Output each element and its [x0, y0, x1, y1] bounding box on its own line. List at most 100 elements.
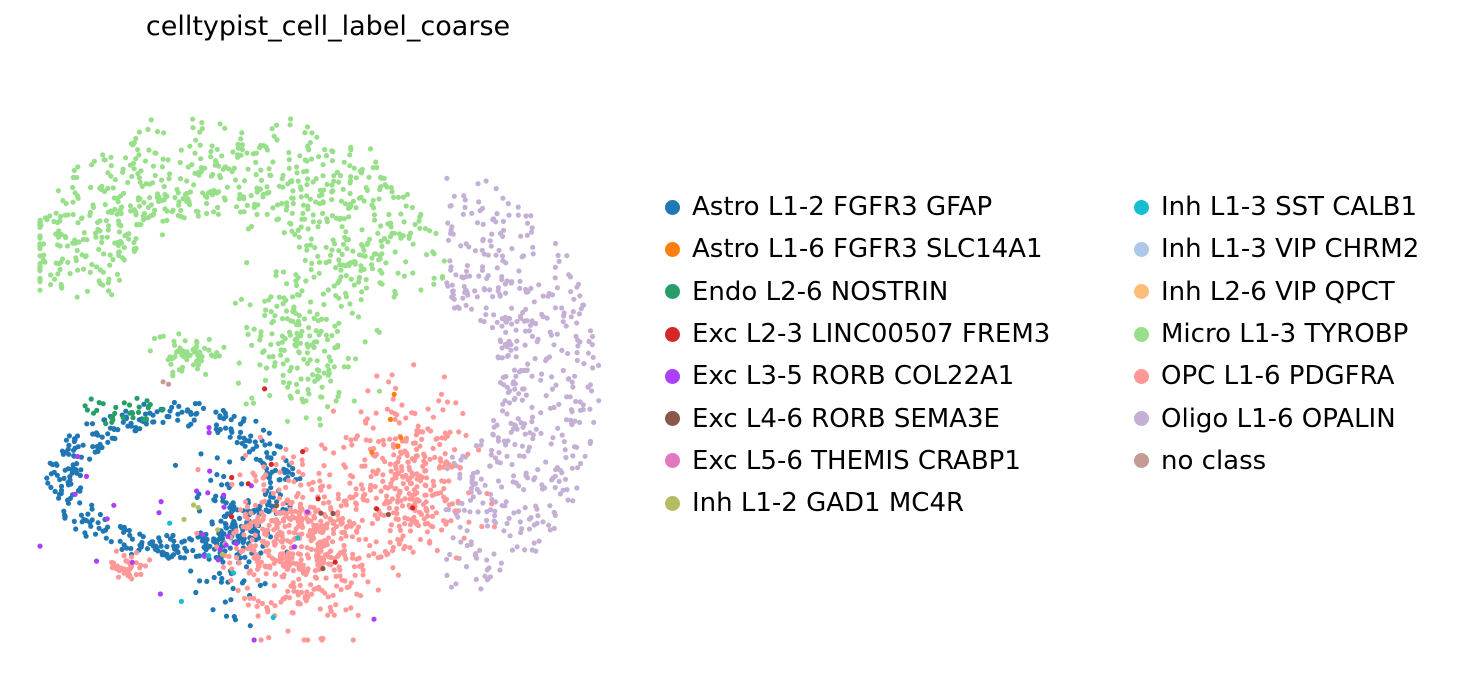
data-point [441, 374, 447, 380]
data-point [209, 143, 215, 149]
data-point [422, 454, 428, 460]
data-point [297, 153, 303, 159]
data-point [396, 420, 402, 426]
data-point [286, 522, 292, 528]
data-point [494, 211, 500, 217]
data-point [455, 304, 461, 310]
data-point [89, 162, 95, 168]
data-point [580, 302, 586, 308]
data-point [417, 225, 423, 231]
legend-label: Astro L1-2 FGFR3 GFAP [692, 192, 993, 223]
data-point [295, 227, 301, 233]
data-point [195, 209, 201, 215]
legend-swatch [665, 411, 680, 427]
data-point [479, 438, 485, 444]
data-point [108, 539, 114, 545]
data-point [360, 572, 366, 578]
data-point [447, 258, 453, 264]
data-point [317, 422, 323, 428]
data-point [267, 441, 273, 447]
legend-item: Exc L3-5 RORB COL22A1 [665, 355, 1050, 397]
data-point [270, 353, 276, 360]
data-point [350, 637, 356, 643]
data-point [326, 354, 332, 360]
data-point [358, 409, 364, 415]
data-point [382, 484, 388, 490]
data-point [382, 459, 388, 465]
data-point [131, 166, 137, 172]
data-point [236, 434, 243, 440]
data-point [482, 482, 488, 488]
data-point [396, 455, 402, 461]
data-point [160, 333, 166, 339]
data-point [555, 252, 561, 258]
data-point [385, 239, 391, 245]
data-point [105, 524, 111, 530]
data-point [346, 518, 352, 525]
data-point [229, 169, 235, 175]
data-point [121, 570, 127, 576]
legend-swatch [1134, 284, 1149, 300]
data-point [453, 581, 459, 587]
data-point [253, 418, 259, 424]
data-point [336, 295, 342, 301]
data-point [364, 241, 370, 247]
data-point [243, 401, 249, 407]
data-point [105, 280, 111, 286]
data-point [164, 208, 170, 214]
data-point [472, 248, 478, 254]
data-point [497, 293, 503, 299]
data-point [144, 546, 150, 552]
data-point [327, 604, 333, 611]
data-point [264, 450, 270, 456]
data-point [505, 438, 511, 444]
legend-label: Exc L5-6 THEMIS CRABP1 [692, 445, 1021, 476]
data-point [136, 152, 142, 158]
data-point [553, 467, 559, 473]
data-point [571, 296, 577, 302]
data-point [461, 535, 467, 541]
data-point [231, 413, 237, 419]
data-point [193, 553, 199, 560]
data-point [258, 333, 264, 339]
data-point [389, 372, 395, 378]
data-point [336, 517, 342, 523]
data-point [145, 405, 151, 411]
data-point [232, 177, 239, 183]
data-point [48, 484, 54, 490]
data-point [171, 399, 177, 406]
data-point [219, 551, 225, 558]
data-point [219, 153, 225, 159]
data-point [227, 434, 233, 440]
data-point [412, 410, 418, 417]
data-point [440, 407, 446, 413]
data-point [252, 502, 258, 508]
data-point [322, 446, 328, 452]
data-point [92, 531, 99, 537]
data-point [283, 308, 289, 314]
data-point [271, 450, 277, 456]
data-point [243, 564, 250, 570]
data-point [358, 482, 364, 488]
data-point [338, 267, 344, 273]
data-point [434, 547, 440, 554]
data-point [466, 490, 472, 496]
data-point [468, 306, 475, 312]
data-point [194, 494, 200, 501]
data-point [255, 514, 261, 520]
data-point [336, 320, 342, 326]
data-point [376, 388, 383, 394]
data-point [326, 554, 332, 560]
data-point [99, 239, 105, 245]
data-point [184, 178, 190, 184]
data-point [37, 217, 43, 223]
data-point [238, 152, 244, 158]
data-point [351, 282, 357, 288]
data-point [495, 435, 501, 441]
data-point [563, 417, 570, 423]
data-point [474, 220, 481, 226]
data-point [110, 563, 117, 569]
data-point [409, 204, 415, 211]
data-point [196, 400, 202, 407]
data-point [412, 440, 418, 446]
